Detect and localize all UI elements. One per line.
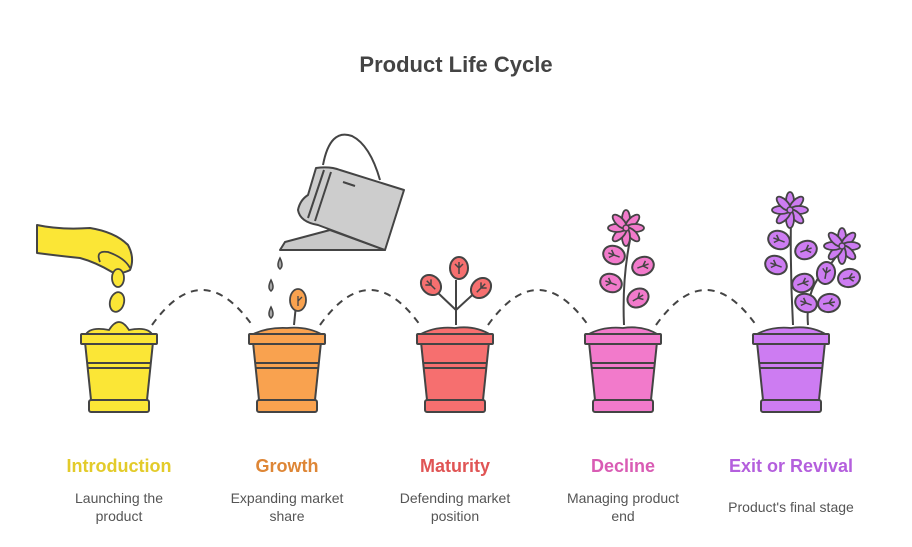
watering-can-sprout-icon <box>248 133 405 413</box>
page-title: Product Life Cycle <box>359 52 553 77</box>
stage-title: Maturity <box>419 456 490 476</box>
hand-dropping-seeds-icon <box>36 224 158 413</box>
three-leaf-plant-icon <box>415 256 497 413</box>
stage-decline: Decline Managing product end <box>538 456 708 525</box>
stage-description: Managing product end <box>566 490 680 524</box>
stage-description: Defending market position <box>399 490 511 524</box>
dashed-connectors <box>151 289 757 326</box>
stage-description: Expanding market share <box>230 490 344 524</box>
double-flowering-plant-icon <box>751 191 863 413</box>
stage-exit-or-revival: Exit or Revival Product's final stage <box>706 456 876 516</box>
stage-title: Decline <box>590 456 656 476</box>
stage-maturity: Maturity Defending market position <box>370 456 540 525</box>
stage-description: Launching the product <box>75 490 163 524</box>
flowering-plant-icon <box>583 209 663 413</box>
stage-description: Product's final stage <box>728 499 854 515</box>
stage-introduction: Introduction Launching the product <box>34 456 204 525</box>
stage-title: Growth <box>255 456 319 476</box>
stage-title: Exit or Revival <box>728 456 854 476</box>
stage-growth: Growth Expanding market share <box>202 456 372 525</box>
stage-title: Introduction <box>66 456 172 476</box>
